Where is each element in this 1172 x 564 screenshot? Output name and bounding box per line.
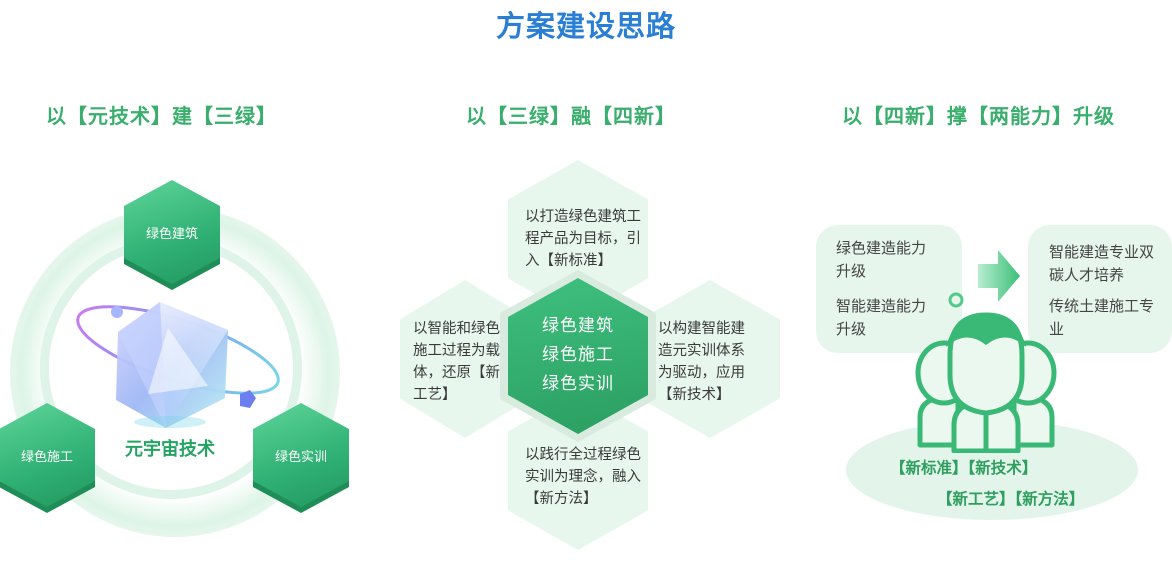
- right-petal-text: 以构建智能建造元实训体系为驱动，应用【新技术】: [658, 321, 745, 403]
- left-bubble: [816, 225, 962, 353]
- metaverse-crystal-icon: [76, 302, 280, 428]
- center-line: 绿色施工: [542, 345, 614, 365]
- left-petal-text: 以智能和绿色施工过程为载体，还原【新工艺】: [413, 321, 500, 403]
- hex-green-building-label: 绿色建筑: [145, 226, 198, 242]
- page-title: 方案建设思路: [495, 9, 676, 43]
- hex-green-training: 绿色实训: [253, 403, 349, 507]
- tags-line-2: 【新工艺】【新方法】: [937, 490, 1085, 508]
- hex-green-training-label: 绿色实训: [274, 449, 327, 465]
- section2-title: 以【三绿】融【四新】: [466, 104, 676, 128]
- tags-line-1: 【新标准】【新技术】: [890, 459, 1038, 477]
- bottom-petal-text: 以践行全过程绿色实训为理念，融入【新方法】: [525, 447, 641, 507]
- right-bubble-item: 智能建造专业双碳人才培养: [1049, 243, 1155, 284]
- center-line: 绿色实训: [542, 374, 614, 394]
- right-arrow-icon: [978, 250, 1020, 302]
- ring-dot-icon: [948, 292, 964, 308]
- metaverse-tech-label: 元宇宙技术: [125, 439, 215, 460]
- top-petal-text: 以打造绿色建筑工程产品为目标，引入【新标准】: [525, 209, 641, 269]
- left-bubble-item: 智能建造能力升级: [836, 297, 927, 338]
- center-hex-text: 绿色建筑 绿色施工 绿色实训: [508, 312, 648, 399]
- right-bubble-item: 传统土建施工专业: [1049, 297, 1155, 338]
- section3-title: 以【四新】撑【两能力】升级: [842, 104, 1115, 128]
- section1-title: 以【元技术】建【三绿】: [46, 104, 277, 128]
- left-bubble-item: 绿色建造能力升级: [836, 239, 927, 280]
- right-bubble: [1028, 225, 1172, 353]
- center-line: 绿色建筑: [542, 316, 614, 336]
- people-icon: [915, 312, 1057, 453]
- hex-green-construction-label: 绿色施工: [20, 449, 73, 465]
